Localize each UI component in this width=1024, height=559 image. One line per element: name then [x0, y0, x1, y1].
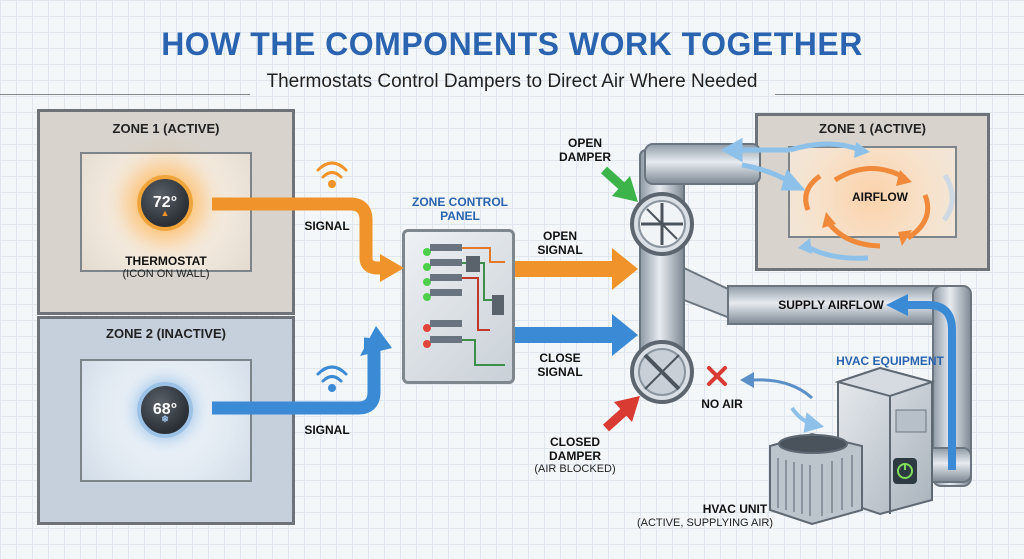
open-damper-label-line2: DAMPER [558, 150, 611, 164]
wifi-icon-orange [316, 161, 348, 188]
panel-wiring [430, 244, 505, 366]
zone1-signal-arrow [212, 197, 404, 282]
open-signal-arrow [515, 248, 638, 290]
page-title: HOW THE COMPONENTS WORK TOGETHER [161, 26, 863, 62]
panel-label-line1: ZONE CONTROL [412, 195, 508, 209]
zone2-thermostat-temp: 68° [152, 401, 178, 418]
zone2-signal-arrow [212, 326, 392, 415]
no-air-arrow [740, 372, 814, 400]
closed-damper[interactable] [630, 340, 694, 404]
open-signal-label-line2: SIGNAL [537, 243, 583, 257]
close-signal-label-line2: SIGNAL [537, 365, 583, 379]
hvac-unit-note: (ACTIVE, SUPPLYING AIR) [636, 517, 774, 529]
zone2-label: ZONE 2 (INACTIVE) [106, 326, 226, 341]
zone1-thermostat-temp: 72° [152, 194, 178, 211]
panel-label-line2: PANEL [440, 209, 480, 223]
page-subtitle: Thermostats Control Dampers to Direct Ai… [266, 71, 758, 92]
zone1-active-label: ZONE 1 (ACTIVE) [819, 121, 926, 136]
open-signal-label-line1: OPEN [542, 229, 577, 243]
led-green-2 [423, 263, 431, 271]
closed-damper-pointer [602, 396, 640, 432]
wifi-icon-blue [316, 365, 348, 392]
close-signal-label-line1: CLOSE [539, 351, 581, 365]
condenser-airflow [790, 406, 825, 433]
airflow-swirl [789, 141, 955, 261]
zone1-thermostat[interactable]: 72° ▲ [137, 175, 193, 231]
divider-right [775, 94, 1024, 95]
led-green-1 [423, 248, 431, 256]
led-red-2 [423, 340, 431, 348]
close-icon [707, 366, 727, 386]
supply-airflow-label: SUPPLY AIRFLOW [778, 298, 884, 312]
led-red-1 [423, 324, 431, 332]
closed-damper-label-line2: DAMPER [548, 449, 601, 463]
divider-left [0, 94, 250, 95]
hvac-unit-label: HVAC UNIT [702, 502, 768, 516]
no-air-label: NO AIR [701, 397, 743, 411]
duct-to-room-airflow [720, 137, 806, 191]
led-green-4 [423, 293, 431, 301]
close-signal-arrow [515, 314, 638, 356]
airflow-label: AIRFLOW [852, 190, 908, 204]
snowflake-icon: ❄ [161, 414, 169, 424]
thermostat-label: THERMOSTAT [125, 254, 207, 268]
open-damper-pointer [600, 166, 638, 202]
led-green-3 [423, 278, 431, 286]
hvac-equipment-label: HVAC EQUIPMENT [836, 354, 944, 368]
zone-control-panel[interactable] [402, 229, 515, 384]
zone1-label: ZONE 1 (ACTIVE) [112, 121, 220, 136]
flame-icon: ▲ [160, 208, 170, 218]
power-icon [893, 458, 917, 484]
open-damper[interactable] [630, 192, 694, 256]
supply-airflow-arrow [886, 294, 956, 470]
closed-damper-label-line1: CLOSED [549, 435, 600, 449]
zone2-thermostat[interactable]: 68° ❄ [137, 382, 193, 438]
thermostat-note: (ICON ON WALL) [122, 268, 210, 280]
signal-label-top: SIGNAL [304, 219, 350, 233]
zone1-active-room-wall [788, 146, 957, 238]
hvac-condenser [769, 432, 863, 526]
open-damper-label-line1: OPEN [567, 136, 602, 150]
signal-label-bottom: SIGNAL [304, 423, 350, 437]
closed-damper-note: (AIR BLOCKED) [534, 463, 616, 475]
